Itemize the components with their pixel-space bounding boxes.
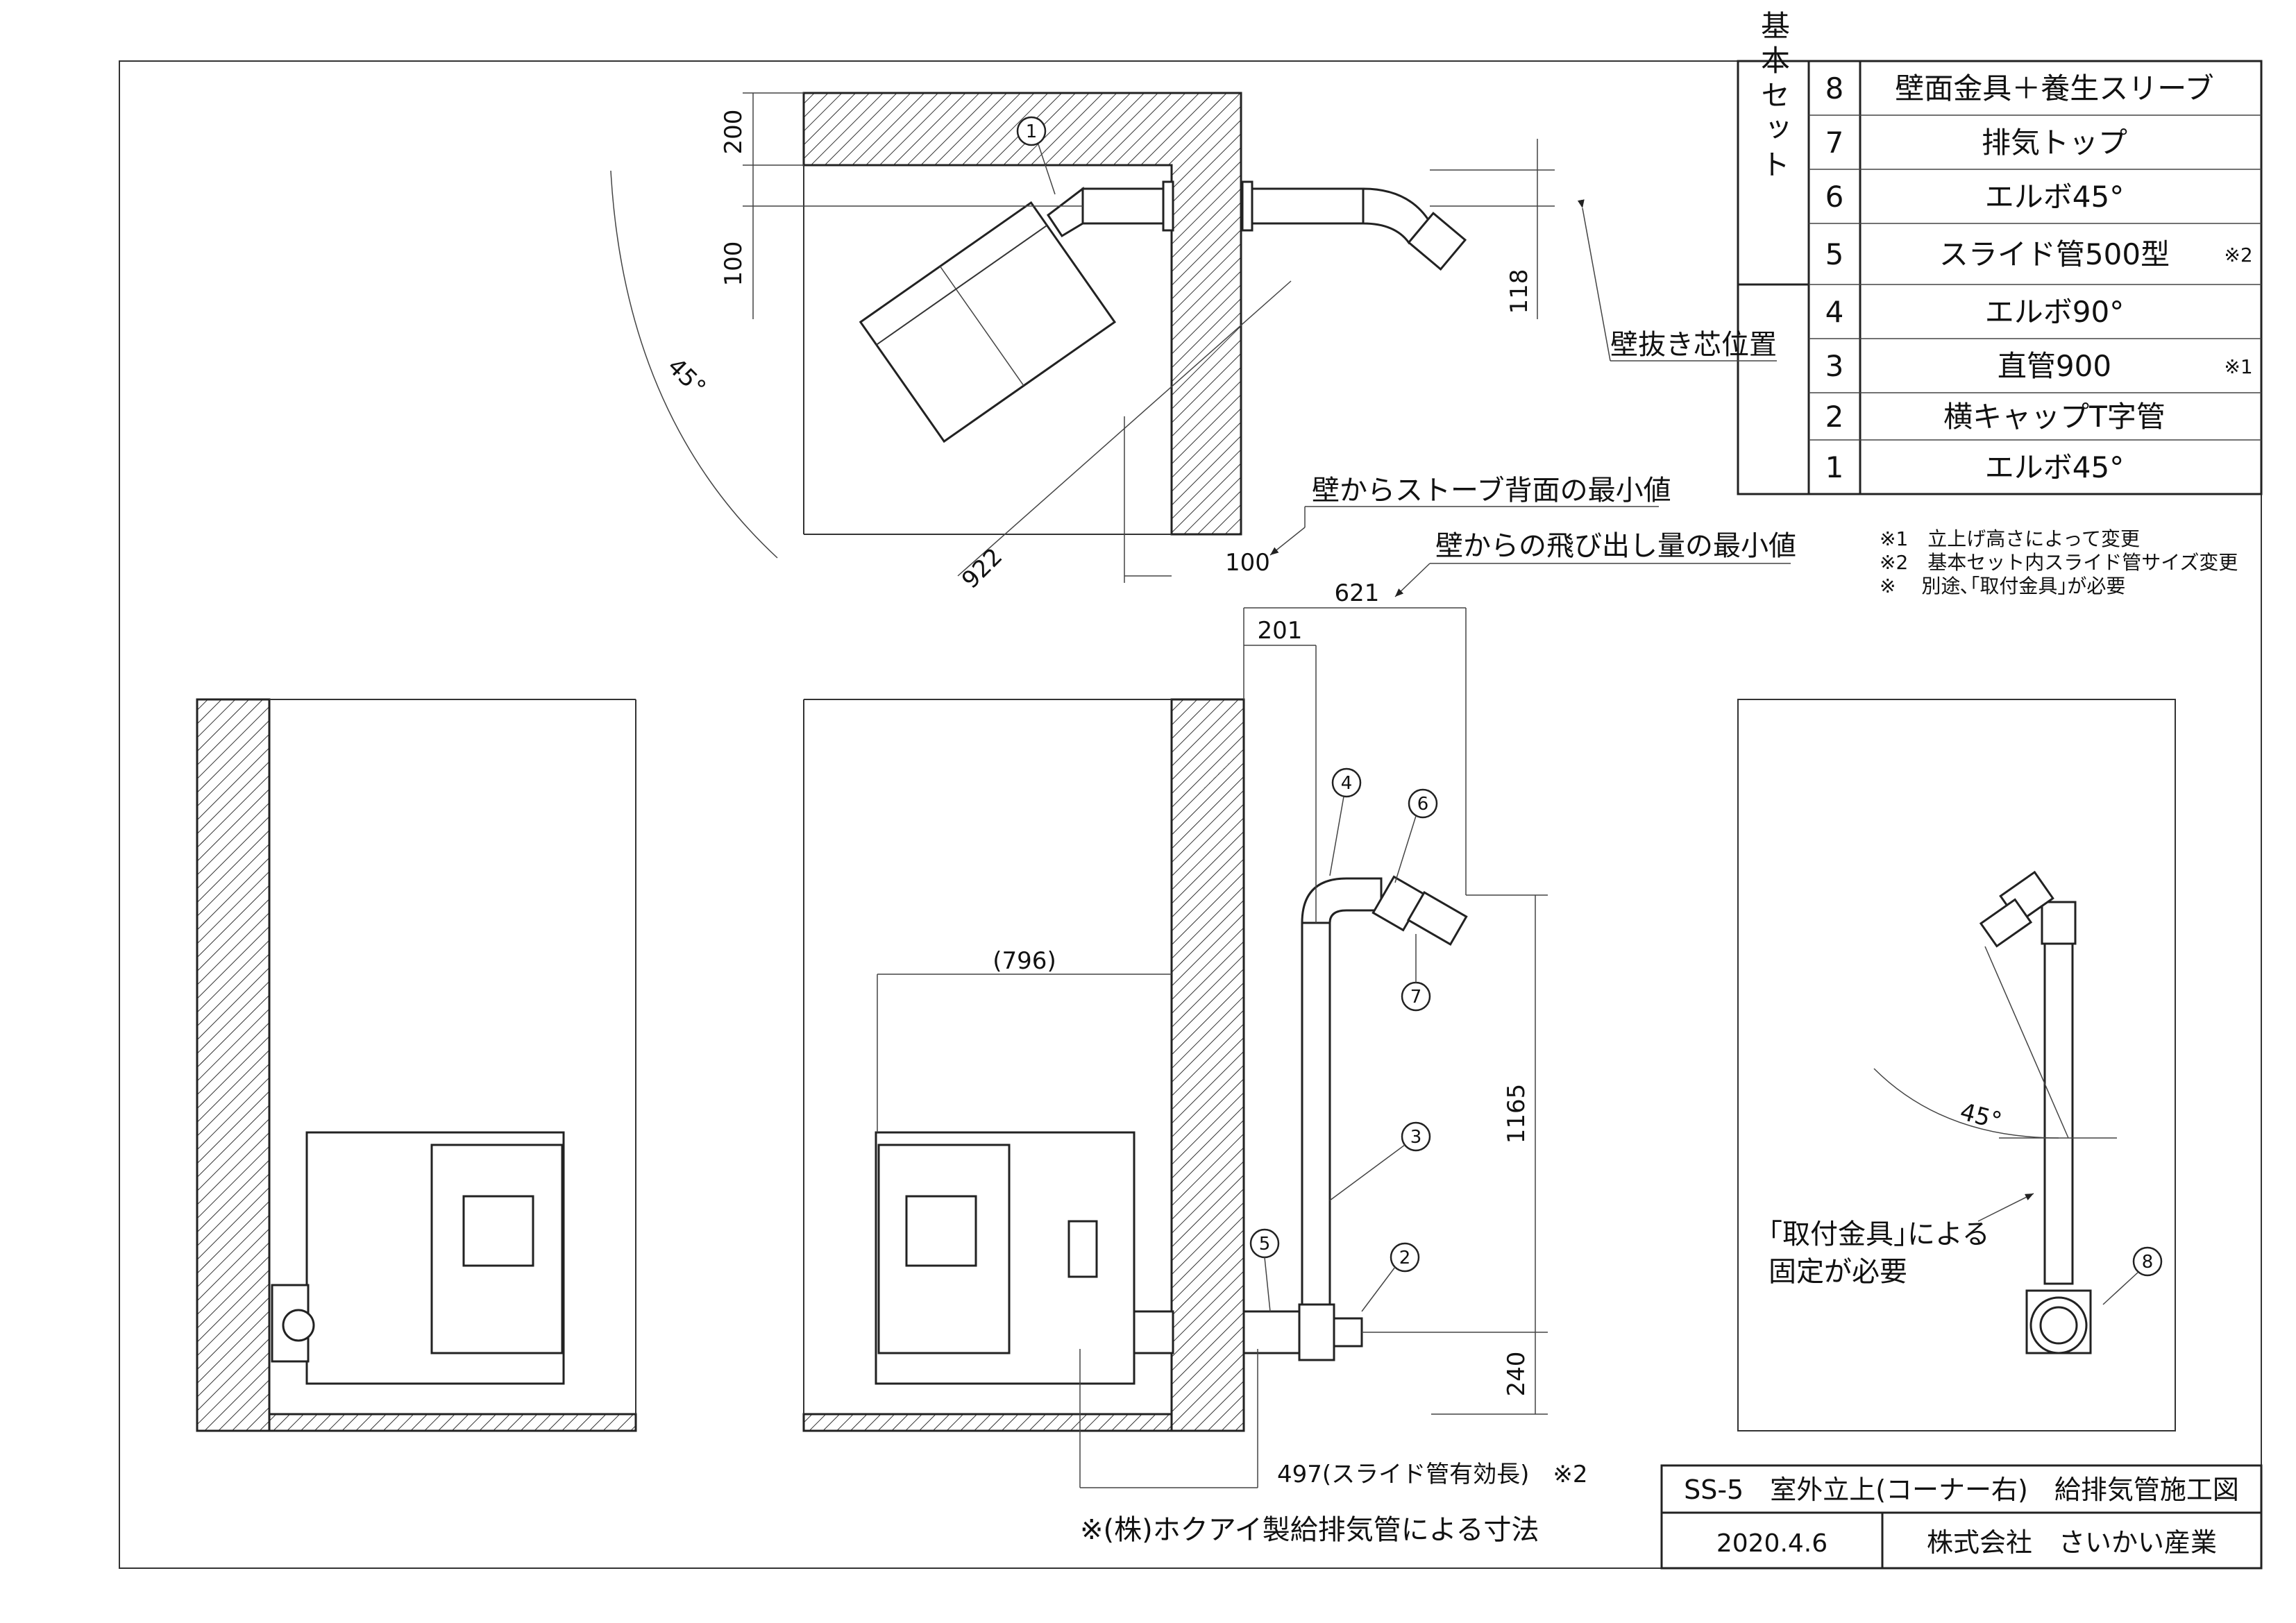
callout-1 xyxy=(1016,116,1047,146)
dim-240: 240 xyxy=(1503,1352,1530,1397)
dim-796: (796) xyxy=(993,947,1056,975)
dim-497: 497(スライド管有効長) ※2 xyxy=(1277,1461,1588,1488)
parts-row-number: 4 xyxy=(1825,295,1844,329)
right-side-view: 45° ｢取付金具｣による 固定が必要 8 xyxy=(1737,699,2176,1431)
title-block-date: 2020.4.6 xyxy=(1716,1529,1827,1558)
parts-table: 基本セット 8 壁面金具＋養生スリーブ 7 排気トップ 6 エルボ45° 5 スライド管500… xyxy=(1737,10,2263,495)
dim-118: 118 xyxy=(1505,269,1533,314)
callout-8 xyxy=(2132,1246,2163,1277)
parts-row-name: 壁面金具＋養生スリーブ xyxy=(1895,71,2213,105)
parts-row-name: エルボ45° xyxy=(1985,180,2124,214)
footnotes: ※1 立上げ高さによって変更 ※2 基本セット内スライド管サイズ変更 ※ 別途､… xyxy=(1880,527,2238,597)
dim-45-right: 45° xyxy=(1957,1098,2005,1135)
label-bracket-note-2: 固定が必要 xyxy=(1769,1256,1907,1288)
label-min-back: 壁からストーブ背面の最小値 xyxy=(1312,475,1671,507)
parts-row-name: 排気トップ xyxy=(1982,126,2127,160)
label-min-protrude: 壁からの飛び出し量の最小値 xyxy=(1435,530,1796,562)
parts-row-name: エルボ90° xyxy=(1985,295,2124,329)
callout-6 xyxy=(1408,788,1438,819)
plan-view: 200 100 118 45° 922 100 壁抜き芯位置 壁からストーブ背面… xyxy=(610,92,1796,597)
footnote-3: ※ 別途､｢取付金具｣が必要 xyxy=(1880,575,2125,597)
dim-100-left: 100 xyxy=(720,241,748,287)
parts-row-number: 3 xyxy=(1825,349,1844,383)
dim-201: 201 xyxy=(1258,617,1303,645)
dim-1165: 1165 xyxy=(1503,1084,1530,1144)
parts-row-number: 8 xyxy=(1825,71,1844,105)
callout-4-label: 4 xyxy=(1341,773,1353,794)
parts-row-number: 1 xyxy=(1825,450,1844,484)
callout-3-label: 3 xyxy=(1410,1127,1422,1148)
table-group-label: 基本セット xyxy=(1757,10,1791,184)
left-front-view xyxy=(196,698,637,1432)
parts-row-note: ※2 xyxy=(2224,244,2252,266)
callout-4 xyxy=(1331,767,1362,798)
drawing-border xyxy=(119,60,2262,1569)
footnote-2: ※2 基本セット内スライド管サイズ変更 xyxy=(1880,551,2238,574)
footnote-1: ※1 立上げ高さによって変更 xyxy=(1880,527,2140,550)
parts-row-number: 5 xyxy=(1825,237,1844,271)
dim-200: 200 xyxy=(720,110,748,155)
parts-row-number: 2 xyxy=(1825,400,1844,434)
parts-row-name: エルボ45° xyxy=(1985,450,2124,484)
label-wall-core: 壁抜き芯位置 xyxy=(1610,329,1777,361)
parts-row-name: 直管900 xyxy=(1998,349,2111,383)
dim-100-bottom: 100 xyxy=(1225,549,1270,577)
label-hokuai-note: ※(株)ホクアイ製給排気管による寸法 xyxy=(1080,1514,1539,1546)
callout-2-label: 2 xyxy=(1399,1248,1411,1268)
parts-row-name: スライド管500型 xyxy=(1939,237,2170,271)
parts-row-note: ※1 xyxy=(2224,355,2252,378)
title-block-company: 株式会社 さいかい産業 xyxy=(1927,1527,2217,1558)
center-front-view: (796) 621 201 1165 240 497(スライド管有効長) ※2 … xyxy=(802,579,1588,1546)
dim-45-top: 45° xyxy=(662,352,711,402)
callout-6-label: 6 xyxy=(1417,794,1429,815)
callout-5-label: 5 xyxy=(1259,1234,1271,1255)
label-bracket-note-1: ｢取付金具｣による xyxy=(1769,1218,1990,1250)
parts-row-number: 6 xyxy=(1825,180,1844,214)
callout-2 xyxy=(1390,1242,1420,1273)
callout-3 xyxy=(1401,1121,1431,1152)
callout-8-label: 8 xyxy=(2142,1252,2154,1273)
parts-row-number: 7 xyxy=(1825,126,1844,160)
callout-1-label: 1 xyxy=(1026,121,1038,142)
title-block: SS-5 室外立上(コーナー右) 給排気管施工図 2020.4.6 株式会社 さ… xyxy=(1660,1464,2263,1570)
dim-922: 922 xyxy=(956,543,1008,594)
dim-621: 621 xyxy=(1335,579,1380,607)
parts-row-name: 横キャップT字管 xyxy=(1943,400,2166,434)
title-block-title: SS-5 室外立上(コーナー右) 給排気管施工図 xyxy=(1684,1475,2239,1505)
callout-7-label: 7 xyxy=(1410,987,1422,1008)
